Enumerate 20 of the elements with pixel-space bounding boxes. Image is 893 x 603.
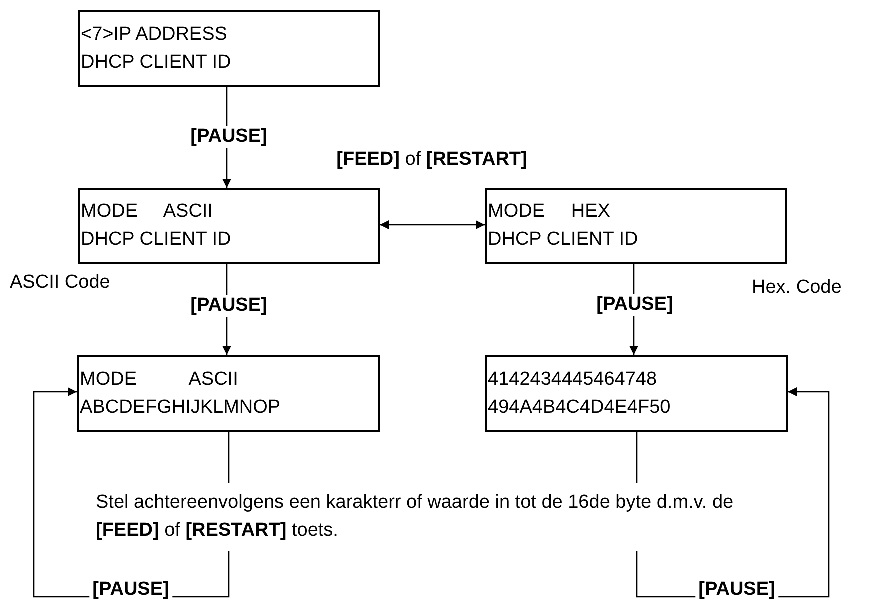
display-line: DHCP CLIENT ID — [81, 52, 232, 74]
caption-text: ASCII Code — [10, 272, 110, 294]
caption-text: Hex. Code — [752, 277, 842, 299]
key-label: [PAUSE] — [90, 579, 172, 601]
display-box — [78, 188, 380, 264]
display-line: 494A4B4C4D4E4F50 — [488, 396, 671, 418]
display-line: <7>IP ADDRESS — [81, 24, 228, 46]
display-box — [77, 355, 380, 432]
display-box — [78, 10, 380, 87]
display-box — [485, 188, 787, 264]
display-line: MODE HEX — [488, 201, 610, 223]
key-label: [PAUSE] — [696, 579, 778, 601]
display-line: MODE ASCII — [80, 368, 238, 390]
display-line: MODE ASCII — [81, 201, 213, 223]
display-line: DHCP CLIENT ID — [81, 229, 232, 251]
display-line: DHCP CLIENT ID — [488, 229, 638, 251]
display-box — [485, 355, 788, 432]
display-line: ABCDEFGHIJKLMNOP — [80, 396, 281, 418]
arrow — [380, 220, 485, 230]
display-line: 4142434445464748 — [488, 368, 658, 390]
